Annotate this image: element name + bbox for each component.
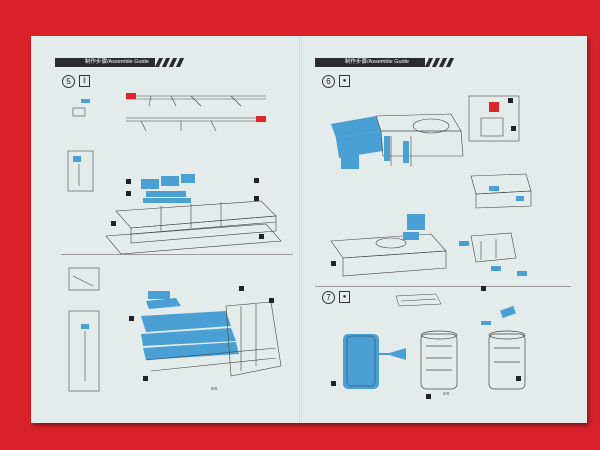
left-page-number: 5/8 <box>211 386 218 391</box>
detail-box-3 <box>68 310 100 392</box>
center-fold <box>299 36 302 423</box>
right-header-title: 制作步骤/Assemble Guide <box>345 59 409 65</box>
rail-strip-top <box>126 93 266 107</box>
right-page-number: 6/8 <box>443 391 450 396</box>
detail-box-1 <box>67 150 94 192</box>
left-header-bar: 制作步骤/Assemble Guide <box>55 58 155 67</box>
mid-deck <box>330 233 447 277</box>
step-5-number: 5 <box>62 75 75 88</box>
left-page-drawing <box>67 93 282 392</box>
glue-icon: ● <box>339 291 350 303</box>
detail-box-red <box>468 95 520 142</box>
arrow-icon <box>386 348 406 360</box>
rail-strip-bottom <box>126 116 266 132</box>
funnel-block <box>331 116 383 169</box>
right-header-bar: 制作步骤/Assemble Guide <box>315 58 425 67</box>
step-6-number: 6 <box>322 75 335 88</box>
funnel-3 <box>488 330 526 390</box>
glue-icon: ● <box>339 75 350 87</box>
instruction-sheet: 制作步骤/Assemble Guide 制作步骤/Assemble Guide … <box>31 36 587 423</box>
bend-icon: ∥ <box>79 75 90 87</box>
blue-deckhouse <box>141 174 195 203</box>
funnel-parts-strip <box>395 293 442 307</box>
left-header-title: 制作步骤/Assemble Guide <box>85 59 149 65</box>
right-page-drawing <box>330 95 532 399</box>
right-section-divider <box>315 286 571 287</box>
red-part <box>489 102 499 112</box>
step-7-number: 7 <box>322 291 335 304</box>
funnel-1 <box>343 334 379 389</box>
blue-superstructure <box>141 291 239 360</box>
hull-lower <box>145 301 282 377</box>
small-blue-part <box>81 99 90 103</box>
detail-box-2 <box>68 267 100 291</box>
superstructure-upper <box>105 200 282 255</box>
left-section-divider <box>61 254 293 255</box>
funnel-2 <box>420 330 458 390</box>
